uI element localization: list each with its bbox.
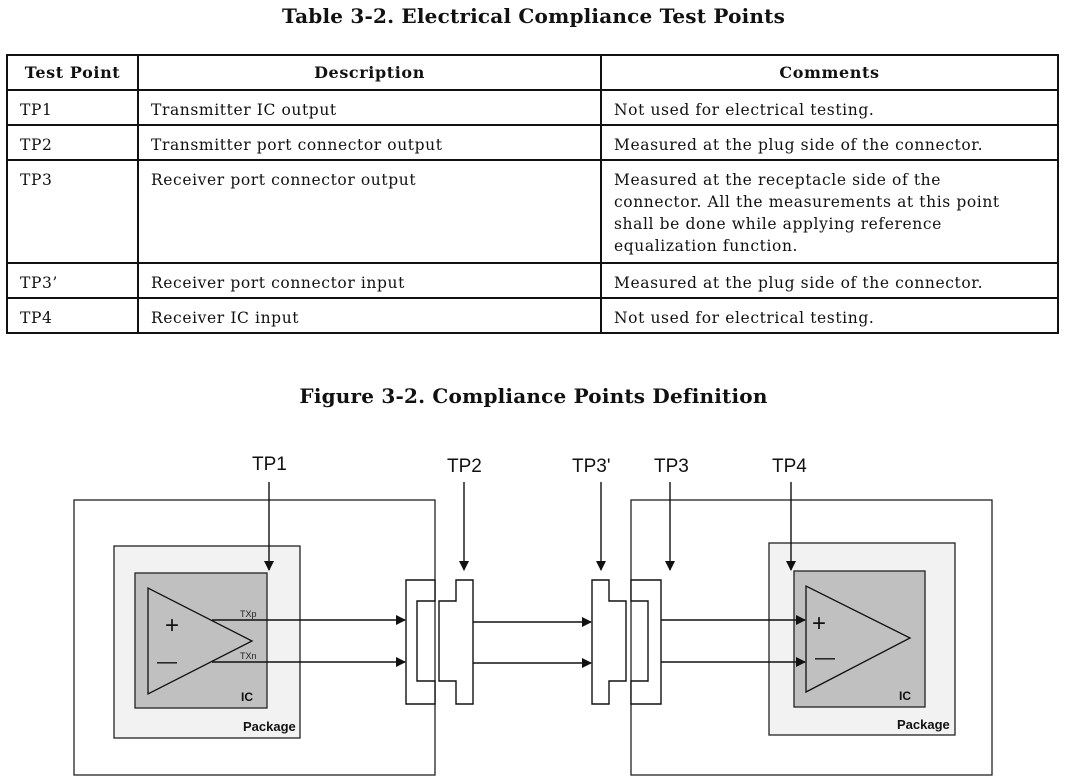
rx-package-label: Package: [897, 717, 950, 732]
cell-comments: Not used for electrical testing.: [600, 297, 1059, 334]
transmitter-board: + — TXp TXn IC Package: [73, 499, 436, 776]
cell-test-point: TP3: [6, 159, 139, 264]
tx-plug-connector: [438, 579, 474, 705]
cell-comments: Measured at the plug side of the connect…: [600, 124, 1059, 161]
tp3-label: TP3: [654, 456, 689, 477]
rx-plus-sign: +: [812, 610, 826, 637]
rx-amplifier-triangle-icon: [805, 584, 912, 694]
rx-receptacle-connector: [630, 579, 662, 705]
cell-description: Receiver port connector output: [137, 159, 602, 264]
cell-comments: Not used for electrical testing.: [600, 89, 1059, 126]
table-row: TP4 Receiver IC input Not used for elect…: [6, 297, 1059, 334]
compliance-points-diagram: + — TXp TXn IC Package + — IC Package TP…: [73, 454, 993, 776]
rx-ic-label: IC: [899, 689, 911, 703]
tx-package-label: Package: [243, 719, 296, 734]
table-row: TP2 Transmitter port connector output Me…: [6, 124, 1059, 161]
table-row: TP3 Receiver port connector output Measu…: [6, 159, 1059, 264]
tp2-label: TP2: [447, 456, 482, 477]
cell-test-point: TP1: [6, 89, 139, 126]
table-row: TP1 Transmitter IC output Not used for e…: [6, 89, 1059, 126]
table-header-row: Test Point Description Comments: [6, 54, 1059, 91]
cell-description: Receiver IC input: [137, 297, 602, 334]
rx-plug-connector: [591, 579, 627, 705]
table-row: TP3’ Receiver port connector input Measu…: [6, 262, 1059, 299]
tx-minus-sign: —: [157, 651, 177, 673]
cell-description: Transmitter port connector output: [137, 124, 602, 161]
tx-amplifier-triangle-icon: [147, 586, 254, 696]
compliance-test-points-table: Test Point Description Comments TP1 Tran…: [6, 54, 1059, 334]
tp4-label: TP4: [772, 456, 807, 477]
rx-minus-sign: —: [815, 647, 835, 669]
cell-description: Transmitter IC output: [137, 89, 602, 126]
tx-receptacle-connector: [405, 579, 436, 705]
cell-test-point: TP2: [6, 124, 139, 161]
tx-pos-signal-label: TXp: [240, 609, 257, 619]
table-title: Table 3-2. Electrical Compliance Test Po…: [281, 4, 786, 28]
figure-title: Figure 3-2. Compliance Points Definition: [299, 384, 768, 408]
header-comments: Comments: [600, 54, 1059, 91]
tp1-label: TP1: [252, 454, 287, 475]
cell-comments: Measured at the plug side of the connect…: [600, 262, 1059, 299]
tx-neg-signal-label: TXn: [240, 651, 257, 661]
cell-comments: Measured at the receptacle side of the c…: [600, 159, 1059, 264]
header-test-point: Test Point: [6, 54, 139, 91]
header-description: Description: [137, 54, 602, 91]
receiver-board: + — IC Package: [630, 499, 993, 776]
cell-test-point: TP4: [6, 297, 139, 334]
cell-test-point: TP3’: [6, 262, 139, 299]
tp3-prime-label: TP3': [572, 456, 610, 477]
tx-plus-sign: +: [165, 612, 179, 639]
tx-ic-label: IC: [241, 690, 253, 704]
cell-description: Receiver port connector input: [137, 262, 602, 299]
